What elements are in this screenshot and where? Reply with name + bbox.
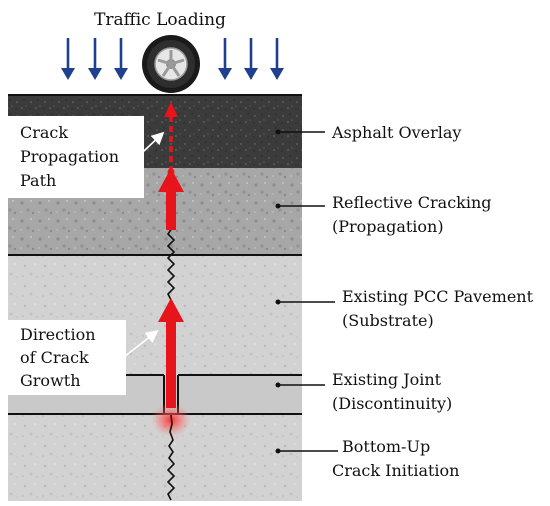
leader-dot xyxy=(275,203,281,209)
callout-line: Path xyxy=(20,171,56,190)
label-reflective-cracking-sub: (Propagation) xyxy=(332,217,444,236)
down-arrow-icon xyxy=(218,38,232,80)
label-existing-pcc-sub: (Substrate) xyxy=(342,311,434,330)
callout-crack-propagation-path: Crack Propagation Path xyxy=(8,116,165,198)
label-reflective-cracking: Reflective Cracking xyxy=(332,193,492,212)
diagram-title: Traffic Loading xyxy=(94,10,226,30)
down-arrow-icon xyxy=(61,38,75,80)
leader-dot xyxy=(275,299,281,305)
label-existing-joint-sub: (Discontinuity) xyxy=(332,394,452,413)
callout-direction-of-crack-growth: Direction of Crack Growth xyxy=(8,320,159,395)
layer-leaders xyxy=(278,131,338,452)
crack-propagation-dashed-arrow xyxy=(164,102,178,176)
down-arrow-icon xyxy=(270,38,284,80)
callout-line: Direction xyxy=(20,325,96,344)
callout-line: Growth xyxy=(20,371,81,390)
tire-icon xyxy=(142,35,200,93)
crack-growth-arrow-lower xyxy=(158,298,184,408)
callout-line: Propagation xyxy=(20,147,119,166)
leader-dot xyxy=(275,129,281,135)
down-arrow-icon xyxy=(114,38,128,80)
label-bottom-up-sub: Crack Initiation xyxy=(332,461,459,480)
leader-dot xyxy=(275,382,281,388)
label-existing-pcc: Existing PCC Pavement xyxy=(342,287,534,306)
leader-dot xyxy=(275,448,281,454)
label-asphalt-overlay: Asphalt Overlay xyxy=(331,123,461,142)
down-arrow-icon xyxy=(244,38,258,80)
crack-growth-arrow-upper xyxy=(158,168,184,230)
callout-line: of Crack xyxy=(20,348,89,367)
callout-line: Crack xyxy=(20,123,68,142)
down-arrow-icon xyxy=(88,38,102,80)
label-existing-joint: Existing Joint xyxy=(332,370,442,389)
label-bottom-up: Bottom-Up xyxy=(342,437,430,456)
